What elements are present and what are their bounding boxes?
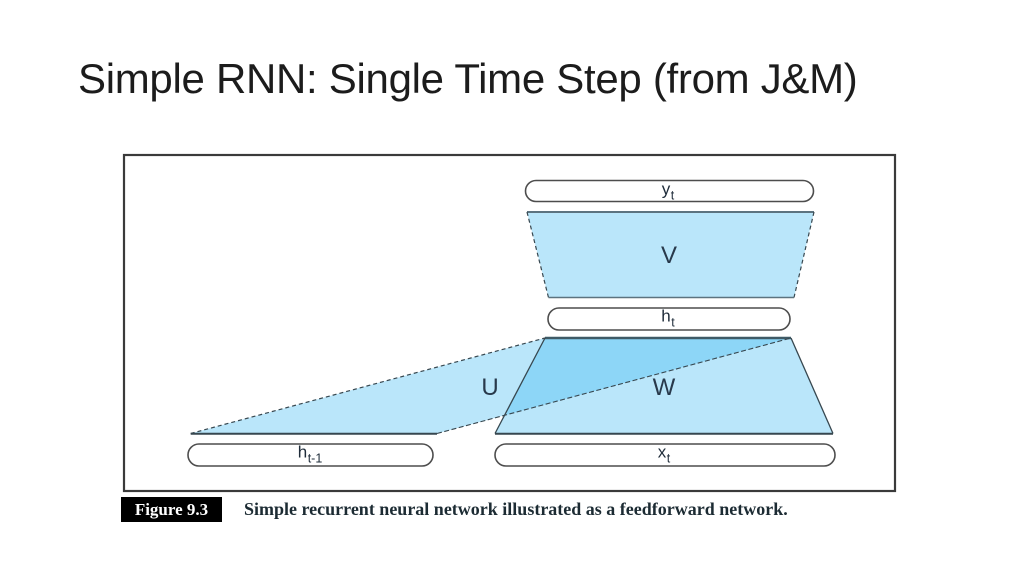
prev-hidden-layer-pill-ht-1 (187, 443, 434, 467)
label-ht-base: h (661, 306, 671, 326)
weight-V-shape (527, 212, 814, 298)
output-layer-pill-yt (524, 179, 815, 203)
label-yt-sub: t (670, 188, 675, 203)
label-ht-sub: t (671, 315, 675, 330)
W-left-edge (494, 337, 546, 434)
label-ht-1-sub: t-1 (307, 451, 323, 466)
label-weight-U: U (481, 374, 499, 401)
figure-caption-tag: Figure 9.3 (121, 497, 222, 522)
label-yt-base: y (661, 179, 671, 199)
label-weight-W: W (652, 374, 676, 401)
figure-caption-text: Simple recurrent neural network illustra… (244, 499, 788, 519)
weight-W-shape (495, 338, 833, 434)
weight-U-shape (190, 338, 791, 434)
label-ht-1: ht-1 (298, 443, 323, 465)
label-xt-sub: t (666, 451, 671, 466)
label-ht-1-base: h (297, 442, 308, 462)
label-yt: yt (662, 180, 674, 202)
hidden-layer-pill-ht (547, 307, 791, 331)
label-weight-V: V (660, 242, 678, 269)
W-right-edge (790, 337, 834, 434)
label-xt-base: x (657, 442, 667, 462)
V-right-edge (793, 211, 815, 298)
slide-title: Simple RNN: Single Time Step (from J&M) (78, 55, 858, 102)
label-ht: ht (661, 307, 674, 329)
figure-caption: Figure 9.3 Simple recurrent neural netwo… (121, 497, 788, 522)
U-lower-diagonal-edge (436, 337, 792, 435)
V-left-edge (526, 211, 550, 298)
input-layer-pill-xt (494, 443, 836, 467)
U-left-edge (190, 337, 546, 435)
label-xt: xt (658, 443, 670, 465)
